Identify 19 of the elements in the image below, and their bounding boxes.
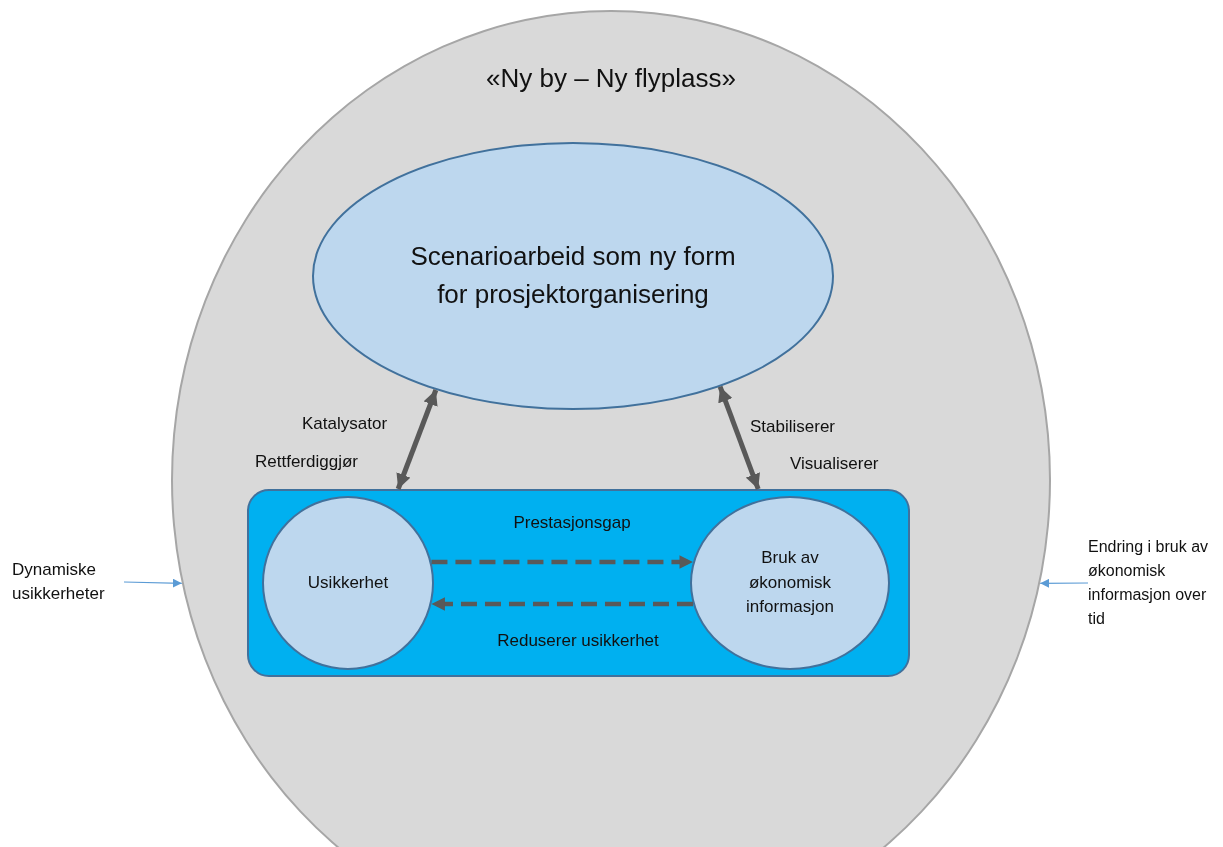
node-label: Scenarioarbeid som ny form for prosjektorganisering: [409, 240, 737, 311]
arrow-label: Visualiserer: [790, 454, 879, 474]
side-note: Dynamiske usikkerheter: [12, 558, 124, 606]
arrow: [431, 555, 693, 569]
rounded-panel: [247, 489, 910, 677]
node-label: «Ny by – Ny flyplass»: [485, 62, 737, 95]
arrow: [395, 389, 439, 490]
arrow-label: Stabiliserer: [750, 417, 836, 437]
arrow: [123, 578, 183, 588]
arrow-label: Rettferdiggjør: [255, 452, 358, 472]
node-label: Usikkerhet: [306, 571, 390, 594]
arrow: [1039, 578, 1089, 588]
side-note: Endring i bruk av økonomisk informasjon over tid: [1088, 535, 1220, 631]
arrow: [431, 597, 693, 611]
arrow: [717, 385, 761, 490]
edge-label: Reduserer usikkerhet: [497, 631, 659, 651]
arrow-label: Katalysator: [302, 414, 388, 434]
edge-label: Prestasjonsgap: [513, 513, 631, 533]
node-label: Bruk av økonomisk informasjon: [745, 547, 835, 619]
